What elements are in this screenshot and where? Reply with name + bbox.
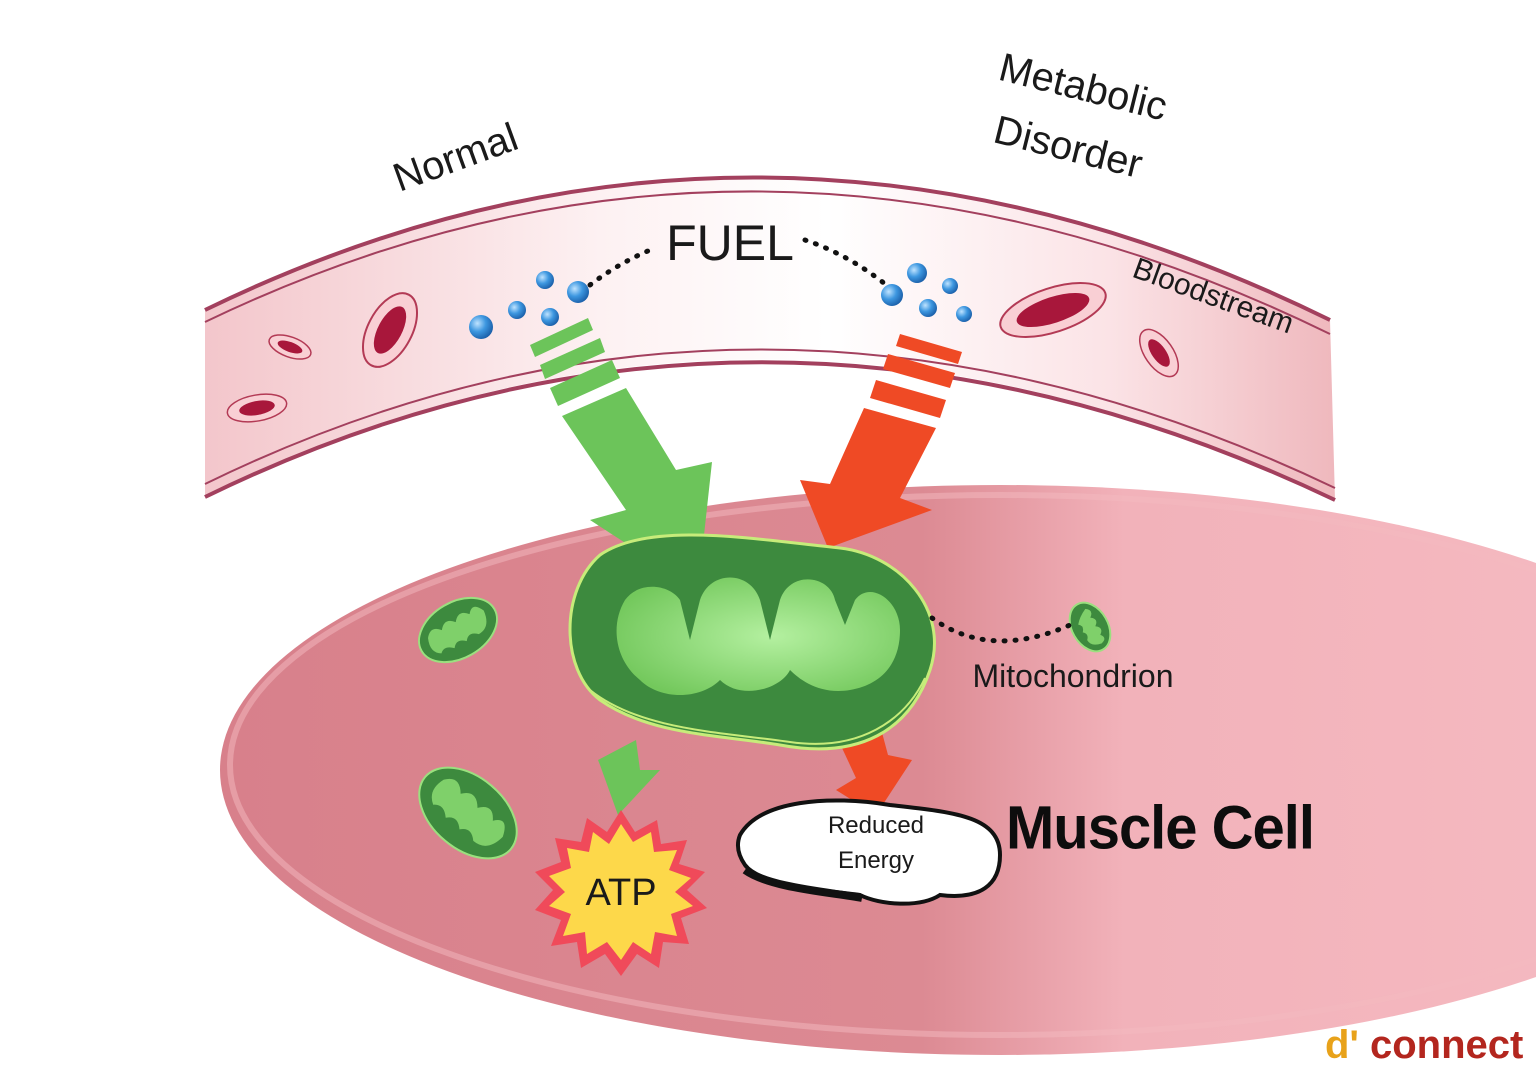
fuel-molecule-icon (881, 284, 903, 306)
red-blood-cell-icon (1138, 328, 1180, 378)
fuel-molecule-icon (567, 281, 589, 303)
muscle-cell-label: Muscle Cell (1006, 793, 1314, 862)
mitochondrion-icon (1068, 601, 1112, 653)
fuel-leader-left (587, 245, 658, 288)
atp-label: ATP (585, 872, 656, 914)
normal-label: Normal (387, 115, 523, 200)
fuel-molecule-icon (469, 315, 493, 339)
red-blood-cell-icon (361, 292, 419, 368)
fuel-molecule-icon (508, 301, 526, 319)
red-blood-cell-icon (999, 282, 1107, 338)
energy-label: Energy (838, 847, 914, 874)
atp-burst-icon (535, 810, 707, 976)
fuel-label: FUEL (666, 215, 794, 271)
disorder-fuel-arrow (800, 334, 962, 815)
mitochondrion-label: Mitochondrion (973, 658, 1174, 694)
vessel-lumen (205, 177, 1335, 501)
fuel-molecule-icon (536, 271, 554, 289)
mitochondrion-icon (418, 596, 498, 664)
fuel-molecules-right (881, 263, 972, 322)
fuel-molecules-left (469, 271, 589, 339)
mitochondrion-leader (929, 615, 1073, 644)
fuel-molecule-icon (956, 306, 972, 322)
blood-vessel (204, 175, 1336, 502)
fuel-molecule-icon (942, 278, 958, 294)
dconnect-logo: d' connect (1325, 1023, 1523, 1067)
mitochondrion-main (568, 533, 936, 751)
fuel-molecule-icon (907, 263, 927, 283)
fuel-molecule-icon (541, 308, 559, 326)
red-blood-cell-icon (268, 334, 312, 360)
fuel-molecule-icon (919, 299, 937, 317)
energy-cloud-icon (735, 798, 1003, 906)
red-blood-cell-icon (226, 393, 288, 423)
mitochondrion-icon (418, 766, 518, 860)
reduced-label: Reduced (828, 812, 924, 839)
red-blood-cells (226, 282, 1180, 423)
fuel-leader-right (802, 237, 893, 291)
svg-text:connect: connect (1370, 1023, 1523, 1067)
svg-text:d': d' (1325, 1023, 1359, 1067)
